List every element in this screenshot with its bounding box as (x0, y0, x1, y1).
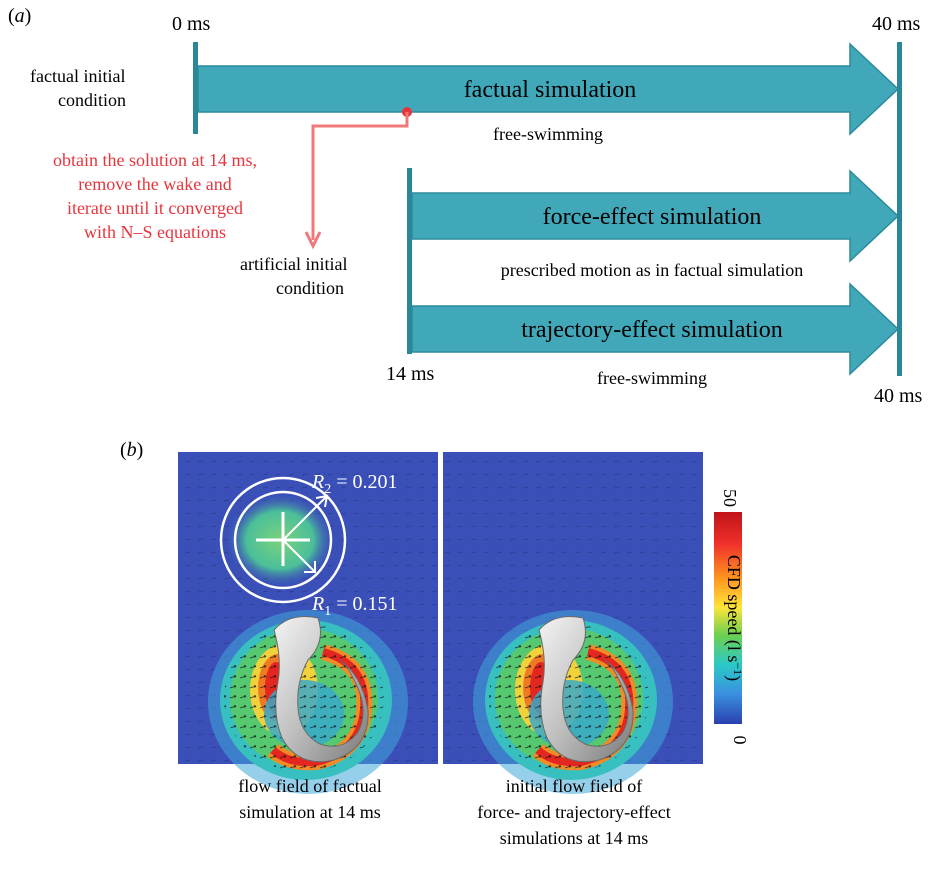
note-line4: with N–S equations (84, 222, 226, 242)
colorbar-min-label: 0 (730, 736, 750, 745)
time-mid-label: 14 ms (386, 363, 435, 385)
r1-annotation: R1 = 0.151 (311, 593, 398, 619)
r2-annotation: R2 = 0.201 (311, 471, 398, 497)
factual-ic-line1: factual initial (30, 66, 125, 86)
artificial-ic-line1: artificial initial (240, 254, 347, 274)
connector-arrowhead (304, 231, 322, 250)
r1-arrow (282, 539, 316, 573)
timeline-end-bar (897, 42, 902, 376)
panel-b-label: (b) (120, 439, 143, 461)
force-sublabel: prescribed motion as in factual simulati… (501, 260, 803, 280)
factual-sublabel: free-swimming (493, 124, 603, 144)
connector-line (311, 112, 409, 240)
trajectory-sublabel: free-swimming (597, 368, 707, 388)
panel-a-label: (a) (8, 5, 31, 27)
time-start-label: 0 ms (172, 13, 211, 35)
colorbar-title: CFD speed (l s−1) (723, 555, 745, 681)
artificial-ic-line2: condition (276, 278, 344, 298)
trajectory-effect-arrow (411, 282, 900, 376)
time-end-top-label: 40 ms (872, 13, 921, 35)
factual-simulation-label: factual simulation (464, 77, 637, 103)
force-effect-arrow (411, 169, 900, 263)
flow-field-left: R2 = 0.201 R1 = 0.151 (178, 452, 438, 794)
note-line1: obtain the solution at 14 ms, (53, 150, 257, 170)
caption-left-line1: flow field of factual (238, 776, 381, 796)
factual-simulation-arrow (197, 42, 900, 136)
caption-right-line2: force- and trajectory-effect (477, 802, 671, 822)
flow-field-right (443, 452, 703, 794)
radius-circle-r1 (233, 490, 333, 590)
time-end-bottom-label: 40 ms (874, 385, 923, 407)
timeline-mid-bar (407, 168, 412, 354)
factual-ic-line2: condition (58, 90, 126, 110)
radius-circle-r2 (219, 476, 347, 604)
r2-arrow (282, 495, 328, 541)
note-line3: iterate until it converged (67, 198, 243, 218)
caption-left-line2: simulation at 14 ms (239, 802, 381, 822)
note-line2: remove the wake and (78, 174, 231, 194)
timeline-start-bar (193, 42, 198, 134)
colorbar (714, 512, 742, 724)
caption-right-line1: initial flow field of (506, 776, 642, 796)
trajectory-effect-label: trajectory-effect simulation (521, 317, 782, 343)
caption-right-line3: simulations at 14 ms (500, 828, 649, 848)
colorbar-max-label: 50 (720, 489, 740, 507)
force-effect-label: force-effect simulation (543, 204, 762, 230)
